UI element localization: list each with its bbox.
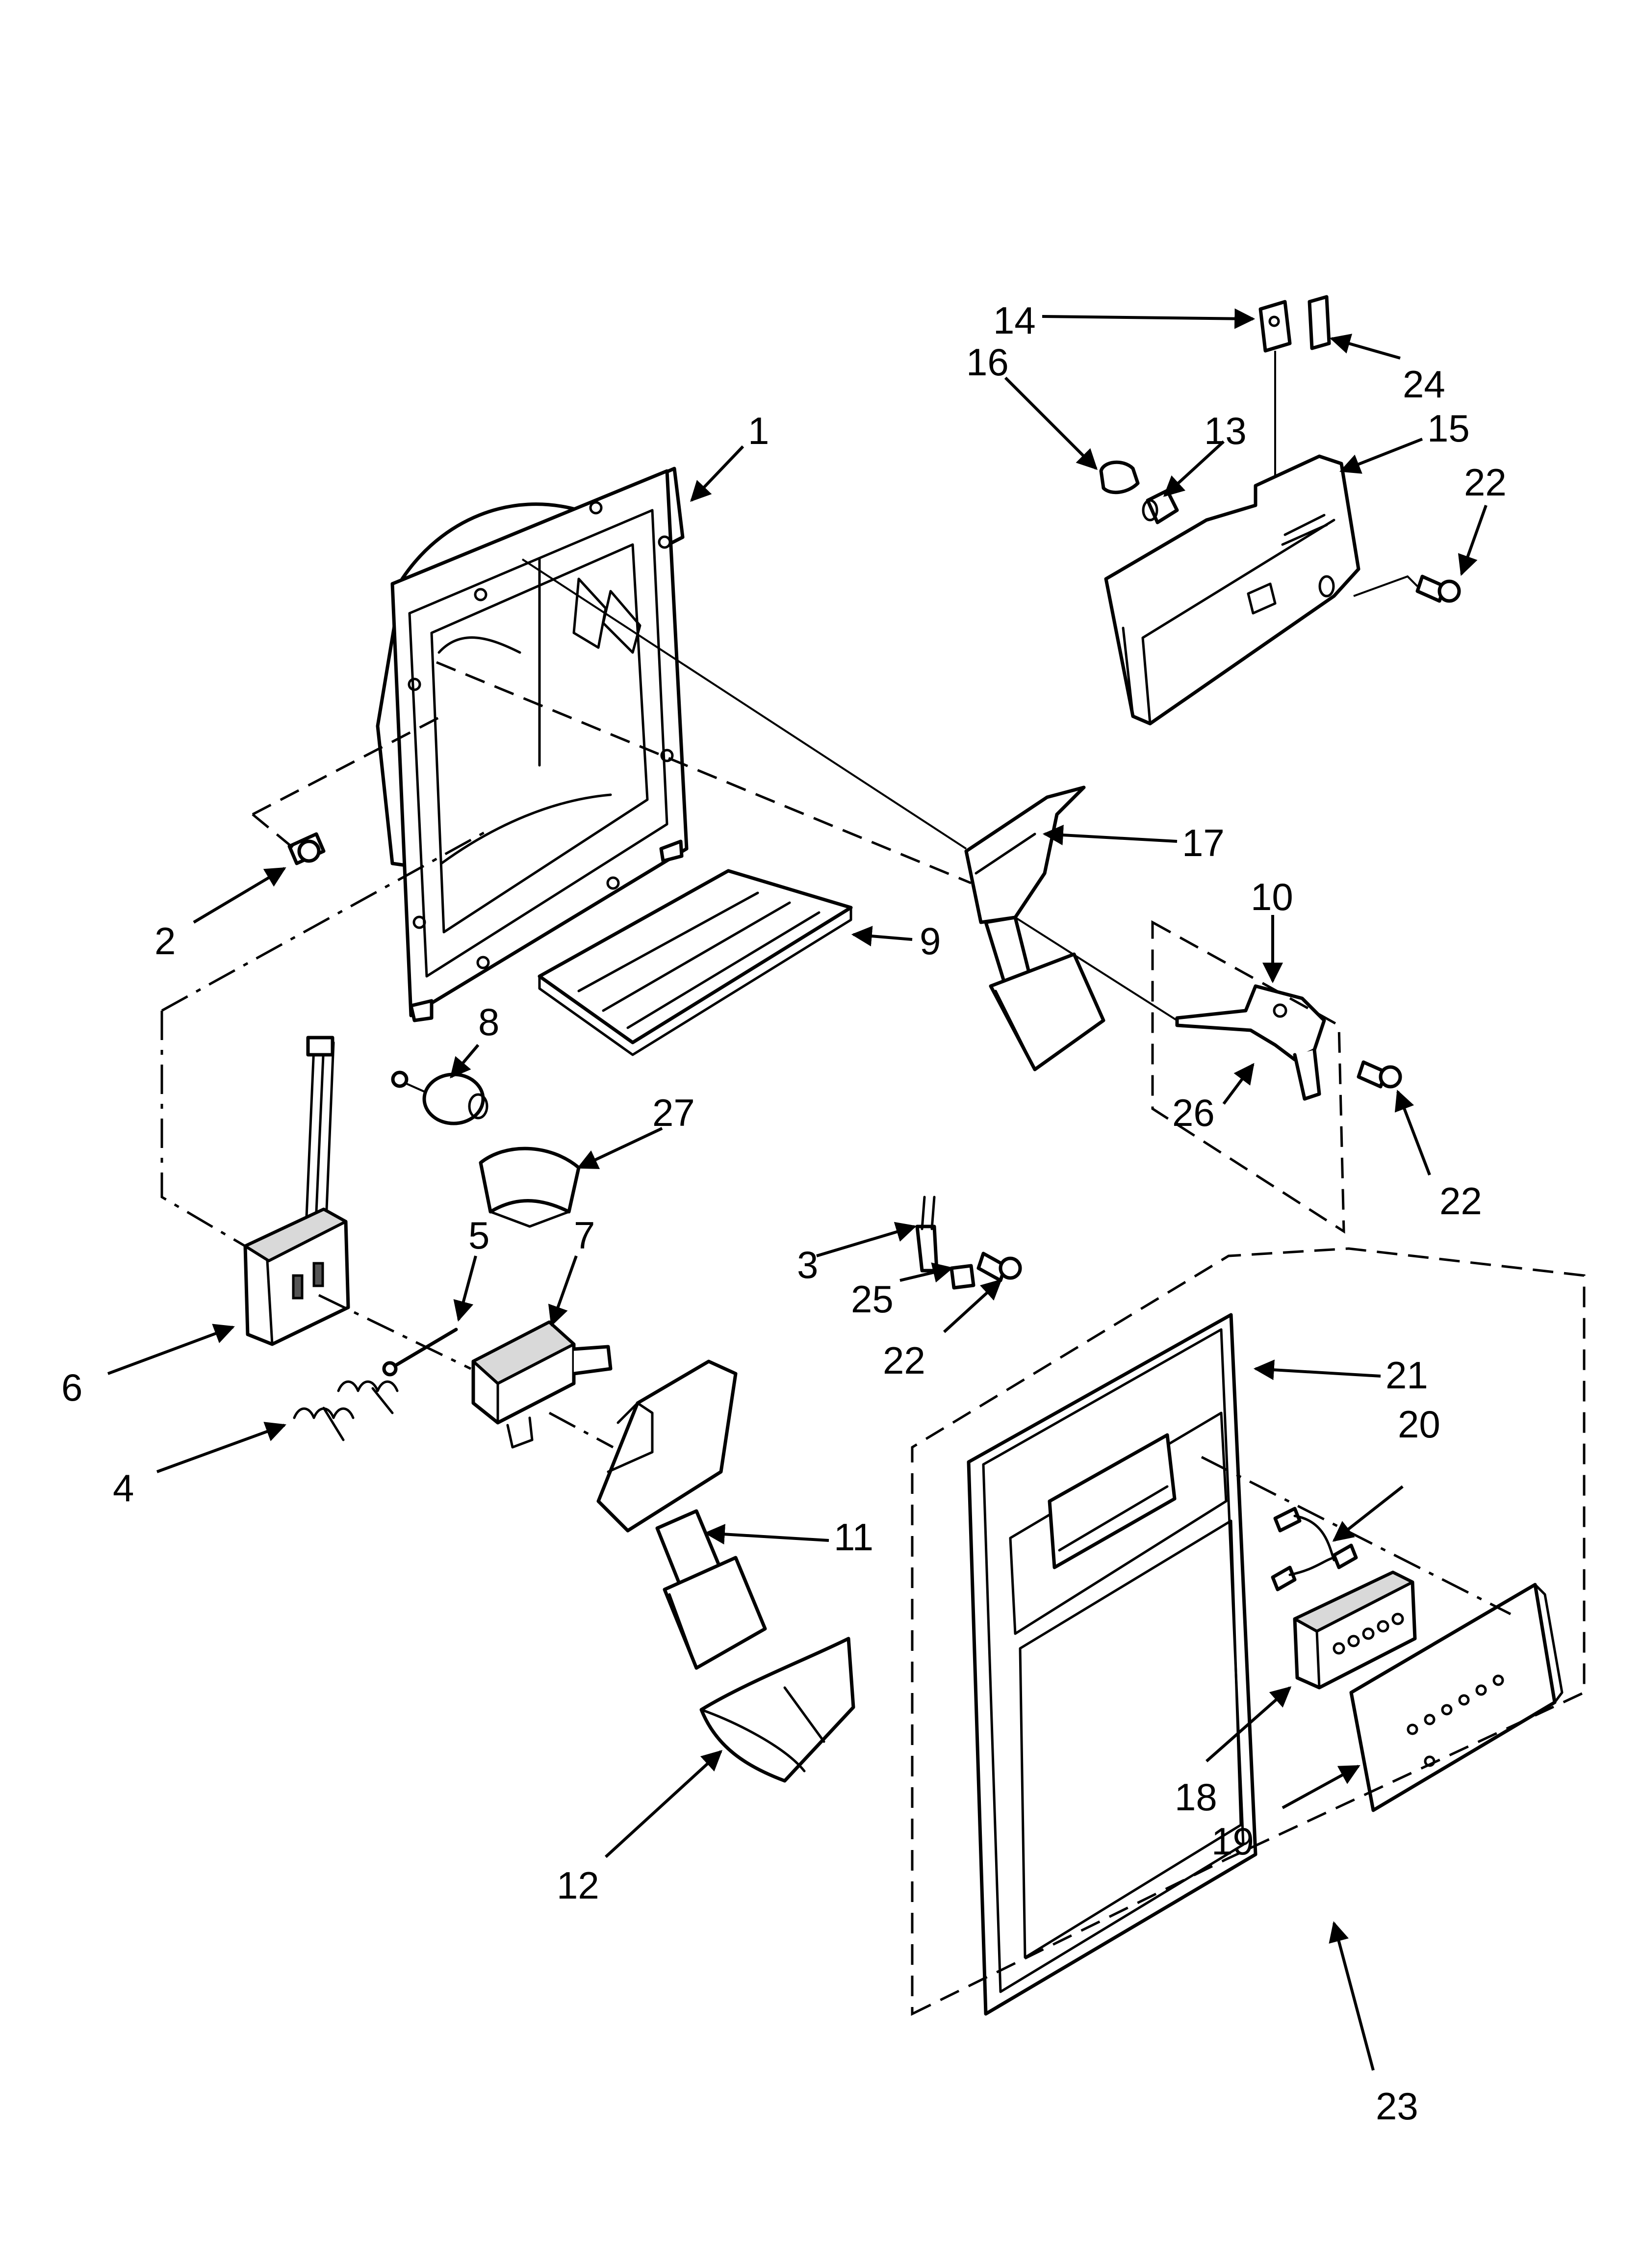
callout-17: 17 (1182, 821, 1225, 864)
callout-19: 19 (1211, 1820, 1254, 1863)
callout-25: 25 (851, 1277, 894, 1321)
callout-3: 3 (797, 1243, 818, 1286)
callout-12: 12 (557, 1864, 599, 1907)
part-22-screw-right-mid (1357, 1060, 1402, 1089)
part-27-cover (479, 1147, 581, 1228)
part-12-ice-chute (699, 1637, 855, 1783)
callout-22-top: 22 (1464, 461, 1507, 504)
part-11-ice-actuator (596, 1359, 767, 1670)
part-17-water-actuator (964, 785, 1105, 1071)
callout-20: 20 (1398, 1403, 1440, 1446)
callout-10: 10 (1251, 875, 1293, 918)
part-6-module (243, 1036, 350, 1346)
callout-11: 11 (834, 1515, 873, 1559)
callout-6: 6 (61, 1366, 82, 1409)
part-7-bracket (471, 1320, 613, 1449)
part-24-insulator (1308, 295, 1331, 350)
callout-9: 9 (920, 919, 941, 963)
part-15-housing (1104, 454, 1360, 726)
part-18-control-board (1293, 1570, 1417, 1690)
callout-24: 24 (1403, 363, 1445, 406)
callout-16: 16 (966, 340, 1009, 384)
callout-2: 2 (154, 919, 176, 963)
callout-labels: 1 2 9 8 27 5 7 6 4 11 12 17 10 26 22 3 2… (61, 299, 1507, 2128)
callout-5: 5 (468, 1214, 489, 1257)
part-26-lever (1175, 984, 1326, 1101)
callout-8: 8 (478, 1000, 499, 1043)
callout-22-right: 22 (1439, 1179, 1482, 1223)
part-25-clip (949, 1264, 975, 1290)
part-13-socket (1142, 489, 1179, 524)
callout-15: 15 (1427, 407, 1470, 450)
part-8-solenoid (391, 1070, 488, 1125)
callout-23: 23 (1376, 2085, 1418, 2128)
callout-21: 21 (1385, 1354, 1428, 1397)
part-3-clip (915, 1196, 939, 1273)
callout-7: 7 (574, 1214, 595, 1257)
callout-18: 18 (1175, 1775, 1217, 1819)
callout-13: 13 (1204, 409, 1247, 452)
callout-22-center: 22 (883, 1339, 925, 1382)
part-19-overlay (1349, 1583, 1564, 1812)
assembly-lines (160, 558, 1586, 2016)
part-4-springs (293, 1380, 399, 1441)
part-16-light-bulb (1099, 460, 1140, 495)
part-2-screw (287, 832, 326, 865)
part-20-wire-harness (1271, 1507, 1358, 1591)
part-1-housing (376, 467, 689, 1022)
part-5-rod (382, 1328, 458, 1377)
callout-4: 4 (113, 1466, 134, 1510)
callout-14: 14 (993, 299, 1036, 342)
callout-1: 1 (748, 409, 769, 452)
part-22-screw-center (976, 1251, 1022, 1282)
part-14-switch (1258, 300, 1292, 491)
part-21-dispenser-frame (967, 1313, 1257, 2016)
callout-27: 27 (652, 1091, 695, 1134)
part-22-screw-top (1415, 574, 1461, 603)
part-9-drip-tray (538, 869, 853, 1056)
leader-lines (107, 308, 1488, 2071)
callout-26: 26 (1172, 1091, 1215, 1134)
